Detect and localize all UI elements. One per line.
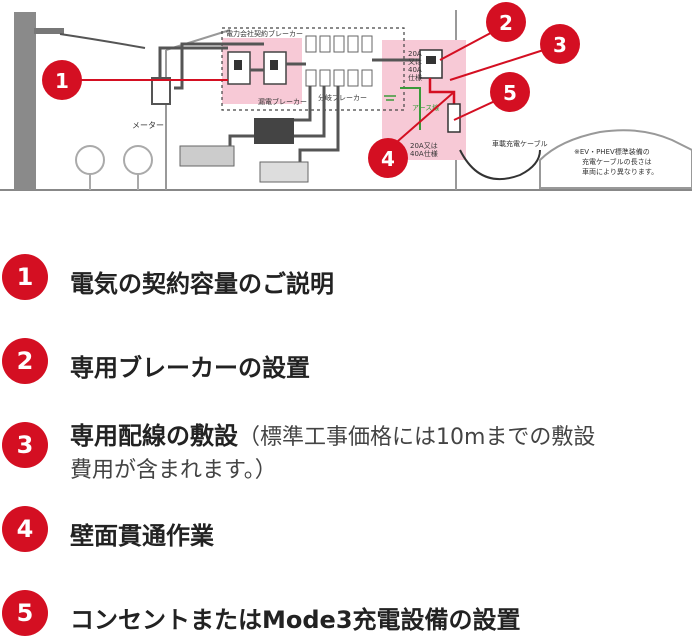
leakage-breaker-label: 漏電ブレーカー <box>258 97 307 106</box>
spec-top-4: 仕様 <box>408 73 422 82</box>
callout-4: 4 <box>368 138 408 178</box>
step-note-3: （標準工事価格には10mまでの敷設 <box>238 425 596 450</box>
step-title-3-main: 専用配線の敷設 <box>70 422 238 450</box>
step-title-5: コンセントまたはMode3充電設備の設置 <box>70 606 521 634</box>
meter-label: メーター <box>132 121 164 130</box>
spec-bottom-1: 20A又は <box>410 142 438 150</box>
step-number-4: 4 <box>2 506 48 552</box>
meter-icon: メーター <box>132 77 171 130</box>
branch-breaker-label: 分岐ブレーカー <box>318 93 367 102</box>
step-number-3: 3 <box>2 422 48 468</box>
spec-bottom-2: 40A仕様 <box>410 149 438 158</box>
svg-text:3: 3 <box>553 33 567 57</box>
contract-breaker-label: 電力会社契約ブレーカー <box>226 29 303 38</box>
aircon-icon <box>179 145 235 167</box>
spec-top-2: 又は <box>408 58 422 66</box>
step-number-1: 1 <box>2 254 48 300</box>
earth-wire-label: アース線 <box>412 103 439 112</box>
svg-text:4: 4 <box>381 147 395 171</box>
breaker-panel <box>221 27 405 111</box>
step-note-3-line2: 費用が含まれます。） <box>70 458 277 483</box>
car-icon <box>539 129 692 189</box>
step-number-2: 2 <box>2 338 48 384</box>
callout-2: 2 <box>486 2 526 42</box>
callout-3: 3 <box>540 24 580 64</box>
utility-pole <box>14 12 36 190</box>
step-title-1: 電気の契約容量のご説明 <box>70 270 334 298</box>
wiring-diagram: メーター 電力会社契約ブレーカー 漏電ブレーカー 分岐ブレーカー 20A 又は … <box>0 2 692 191</box>
svg-text:5: 5 <box>503 81 517 105</box>
step-title-4: 壁面貫通作業 <box>70 522 214 550</box>
step-title-3: 専用配線の敷設（標準工事価格には10mまでの敷設 <box>70 416 595 451</box>
step-number-5: 5 <box>2 590 48 636</box>
callout-1: 1 <box>42 60 82 100</box>
svg-text:2: 2 <box>499 11 513 35</box>
step-title-2: 専用ブレーカーの設置 <box>70 354 310 382</box>
callout-5: 5 <box>490 72 530 112</box>
ev-note-2: 充電ケーブルの長さは <box>582 157 652 166</box>
svg-text:1: 1 <box>55 69 69 93</box>
spec-top-1: 20A <box>408 50 422 58</box>
ev-note-3: 車両により異なります。 <box>582 167 658 176</box>
tv-icon <box>254 118 294 144</box>
spec-top-3: 40A <box>408 66 422 74</box>
tree-icon <box>75 145 153 190</box>
stove-icon <box>259 161 309 183</box>
cable-label: 車載充電ケーブル <box>492 139 548 148</box>
ev-note-1: ※EV・PHEV標準装備の <box>574 147 650 156</box>
